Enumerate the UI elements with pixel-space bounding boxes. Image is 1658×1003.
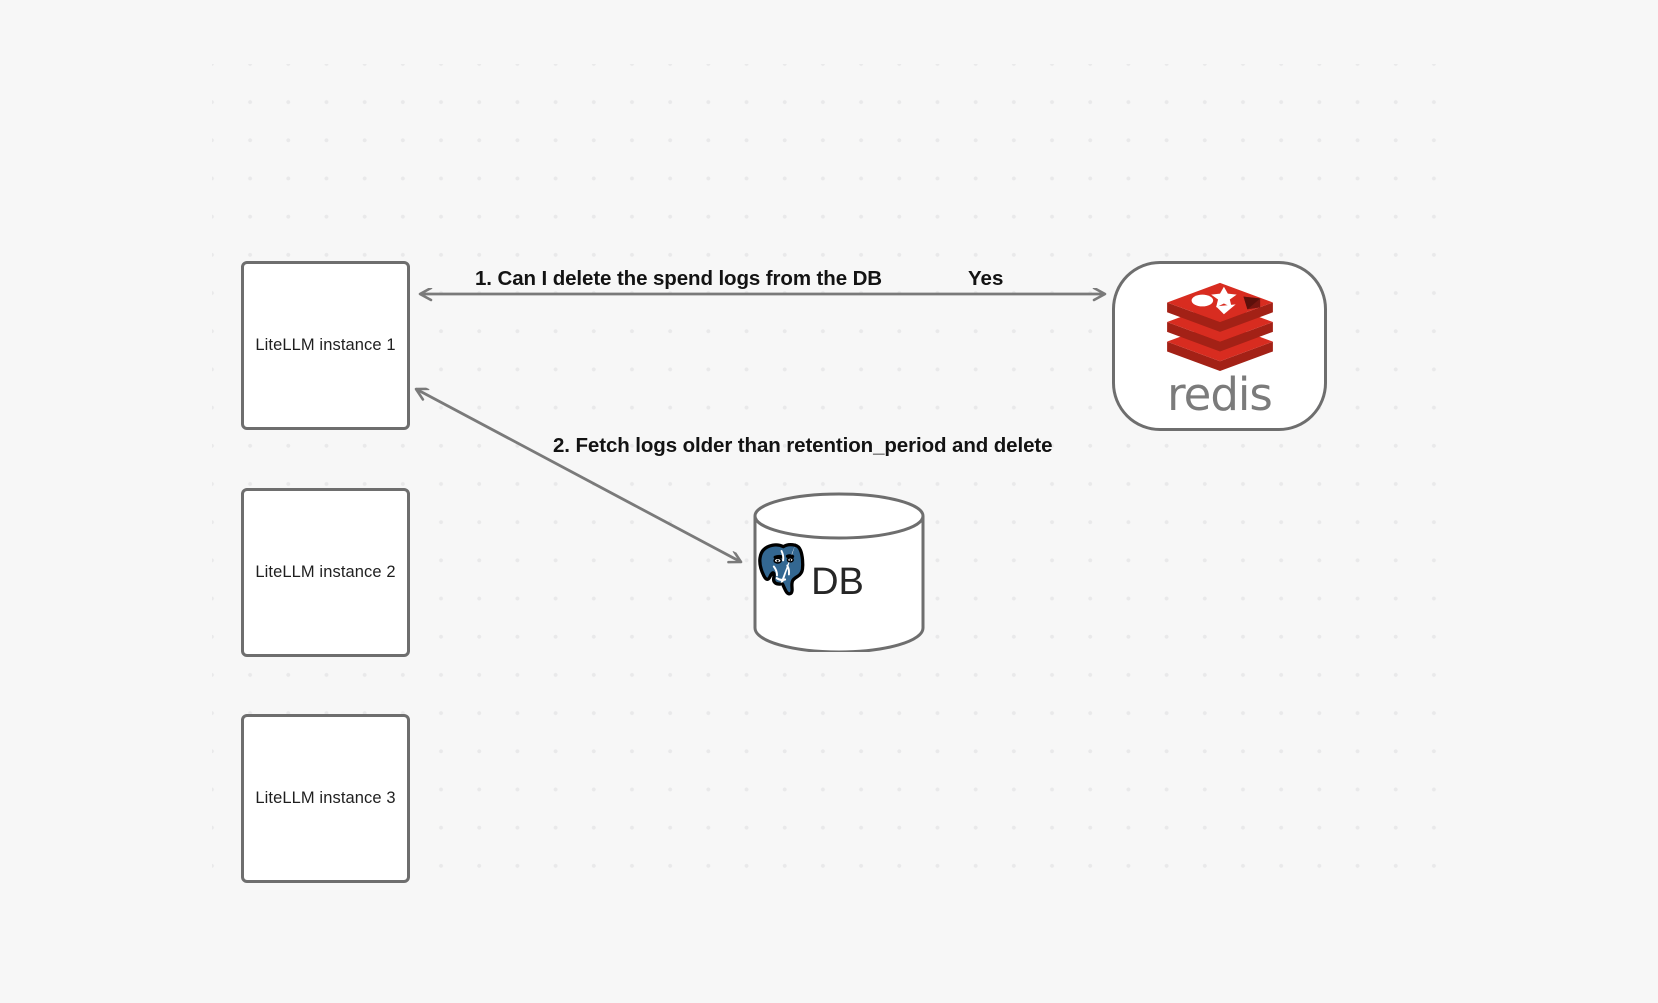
node-redis[interactable]: redis [1112, 261, 1327, 431]
edge-label-yes: Yes [968, 267, 1004, 290]
redis-logo-icon [1166, 282, 1273, 371]
edge-instance-1-to-db [416, 389, 741, 562]
edge-label-step-1: 1. Can I delete the spend logs from the … [475, 267, 883, 290]
redis-wordmark: redis [1167, 367, 1273, 421]
postgresql-elephant-icon [758, 542, 805, 596]
node-label: LiteLLM instance 2 [255, 563, 396, 581]
node-label: LiteLLM instance 1 [255, 336, 396, 354]
node-litellm-instance-3[interactable]: LiteLLM instance 3 [241, 714, 410, 883]
node-litellm-instance-1[interactable]: LiteLLM instance 1 [241, 261, 410, 430]
node-label: LiteLLM instance 3 [255, 789, 396, 807]
node-postgres-db[interactable]: DB [752, 492, 926, 652]
node-litellm-instance-2[interactable]: LiteLLM instance 2 [241, 488, 410, 657]
edge-label-step-2: 2. Fetch logs older than retention_perio… [553, 434, 1053, 457]
db-wordmark: DB [811, 561, 864, 603]
